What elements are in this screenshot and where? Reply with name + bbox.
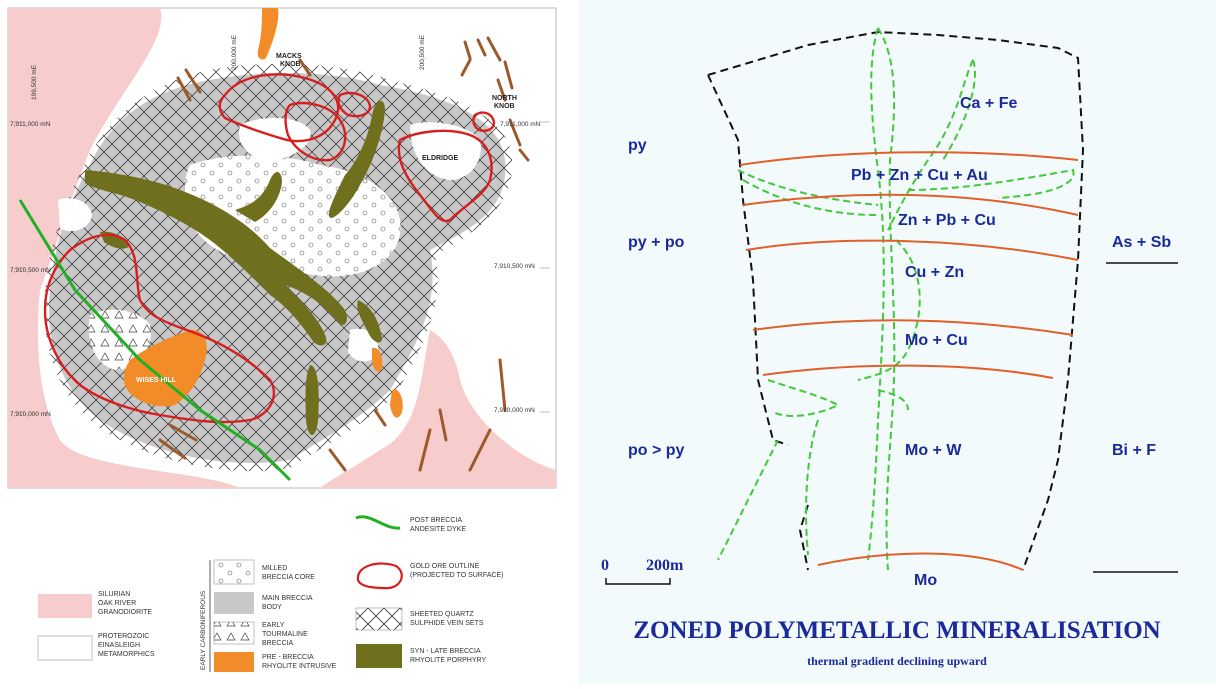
- legend-milled-2: BRECCIA CORE: [262, 574, 315, 581]
- legend-dyke-1: POST BRECCIA: [410, 517, 462, 524]
- place-north-1: NORTH: [492, 95, 517, 102]
- legend-swatch-tourmaline: [214, 622, 254, 644]
- legend-swatch-gold-outline: [356, 562, 403, 590]
- legend-silurian-1: SILURIAN: [98, 591, 130, 598]
- zone-mo-w: Mo + W: [905, 442, 962, 459]
- andesite-dyke: [18, 199, 292, 482]
- legend-quartz-1: SHEETED QUARTZ: [410, 611, 474, 618]
- legend-proterozoic-1: PROTEROZOIC: [98, 633, 149, 640]
- rhyolite-intrusive-east2: [390, 389, 403, 418]
- label-bi-f: Bi + F: [1112, 442, 1156, 459]
- grid-label-e1: 199,500 mE: [31, 64, 38, 100]
- grid-label-n2: 7,910,500 mN: [10, 267, 51, 274]
- place-north-2: KNOB: [494, 103, 515, 110]
- zone-zn-pb-cu: Zn + Pb + Cu: [898, 212, 996, 229]
- label-po-gt-py: po > py: [628, 442, 685, 459]
- legend-milled-1: MILLED: [262, 565, 287, 572]
- legend-swatch-quartz: [355, 607, 403, 631]
- vein-lines: [158, 36, 530, 472]
- legend-proterozoic-2: EINASLEIGH: [98, 642, 140, 649]
- white-inclusion-3: [58, 198, 92, 232]
- legend-pre-2: RHYOLITE INTRUSIVE: [262, 663, 337, 670]
- diagram-title: ZONED POLYMETALLIC MINERALISATION: [633, 617, 1160, 644]
- diagram-subtitle: thermal gradient declining upward: [807, 654, 987, 668]
- zone-lines: [739, 151, 1079, 571]
- rhyolite-intrusive-wises: [123, 329, 207, 407]
- grid-label-e3: 200,500 mE: [419, 34, 426, 70]
- legend-swatch-silurian: [38, 594, 92, 618]
- grid-label-n1: 7,911,000 mN: [10, 121, 51, 128]
- legend-swatch-milled: [214, 560, 254, 584]
- grid-label-n3r: 7,910,000 mN: [494, 407, 535, 414]
- map-legend: SILURIAN OAK RIVER GRANODIORITE PROTEROZ…: [37, 515, 503, 672]
- legend-proterozoic-3: METAMORPHICS: [98, 651, 155, 658]
- legend-syn-1: SYN - LATE BRECCIA: [410, 648, 481, 655]
- zonation-diagram: Ca + Fe Pb + Zn + Cu + Au Zn + Pb + Cu C…: [601, 27, 1178, 668]
- legend-dyke-2: ANDESITE DYKE: [410, 526, 466, 533]
- white-inclusion-1: [239, 118, 311, 160]
- label-as-sb: As + Sb: [1112, 234, 1171, 251]
- grid-label-e2: 200,000 mE: [231, 34, 238, 70]
- legend-main-1: MAIN BRECCIA: [262, 595, 313, 602]
- scale-zero: 0: [601, 557, 609, 574]
- legend-main-2: BODY: [262, 604, 282, 611]
- place-eldridge: ELDRIDGE: [422, 155, 459, 162]
- legend-swatch-proterozoic: [37, 635, 93, 661]
- granodiorite-area-leftbottom: [8, 440, 70, 488]
- place-macks-2: KNOB: [280, 61, 301, 68]
- rhyolite-porphyry: [85, 100, 385, 435]
- legend-tourmaline-3: BRECCIA: [262, 640, 293, 647]
- legend-swatch-rhyolite: [214, 652, 254, 672]
- zone-ca-fe: Ca + Fe: [960, 95, 1017, 112]
- granodiorite-area-right: [320, 330, 556, 488]
- scale-length: 200m: [646, 557, 684, 574]
- deposit-outline: [707, 30, 1085, 571]
- zone-mo: Mo: [914, 572, 937, 589]
- legend-swatch-porphyry: [356, 644, 402, 668]
- legend-swatch-dyke: [355, 515, 401, 530]
- zonation-diagram-panel: Ca + Fe Pb + Zn + Cu + Au Zn + Pb + Cu C…: [578, 0, 1216, 684]
- white-inclusion-2: [410, 122, 481, 180]
- rhyolite-intrusive-macks: [257, 8, 279, 60]
- green-veins: [717, 27, 1075, 571]
- legend-gold-2: (PROJECTED TO SURFACE): [410, 572, 503, 579]
- legend-swatch-main-breccia: [214, 592, 254, 614]
- geology-map: 199,500 mE 200,000 mE 200,500 mE 7,911,0…: [7, 7, 557, 672]
- zone-mo-cu: Mo + Cu: [905, 332, 968, 349]
- legend-tourmaline-2: TOURMALINE: [262, 631, 308, 638]
- gold-ore-outlines: [43, 73, 496, 424]
- label-py-po: py + po: [628, 234, 685, 251]
- geology-map-panel: 199,500 mE 200,000 mE 200,500 mE 7,911,0…: [0, 0, 564, 684]
- legend-silurian-3: GRANODIORITE: [98, 609, 152, 616]
- legend-gold-1: GOLD ORE OUTLINE: [410, 563, 480, 570]
- place-macks-1: MACKS: [276, 53, 302, 60]
- place-wises-hill: WISES HILL: [136, 377, 177, 384]
- legend-quartz-2: SULPHIDE VEIN SETS: [410, 620, 484, 627]
- legend-syn-2: RHYOLITE PORPHYRY: [410, 657, 486, 664]
- zone-pb-zn-cu-au: Pb + Zn + Cu + Au: [851, 167, 988, 184]
- scale-bar: 0 200m: [601, 557, 684, 585]
- zone-cu-zn: Cu + Zn: [905, 264, 964, 281]
- legend-pre-1: PRE - BRECCIA: [262, 654, 314, 661]
- legend-silurian-2: OAK RIVER: [98, 600, 136, 607]
- legend-tourmaline-1: EARLY: [262, 622, 285, 629]
- grid-ticks: [14, 121, 550, 413]
- rhyolite-intrusive-east1: [372, 347, 383, 372]
- grid-label-n3: 7,910,000 mN: [10, 411, 51, 418]
- grid-label-n1r: 7,911,000 mN: [500, 121, 541, 128]
- granodiorite-area: [8, 8, 240, 488]
- grid-label-n2r: 7,910,500 mN: [494, 263, 535, 270]
- label-py: py: [628, 137, 647, 154]
- legend-early-carboniferous: EARLY CARBONIFEROUS: [200, 590, 207, 670]
